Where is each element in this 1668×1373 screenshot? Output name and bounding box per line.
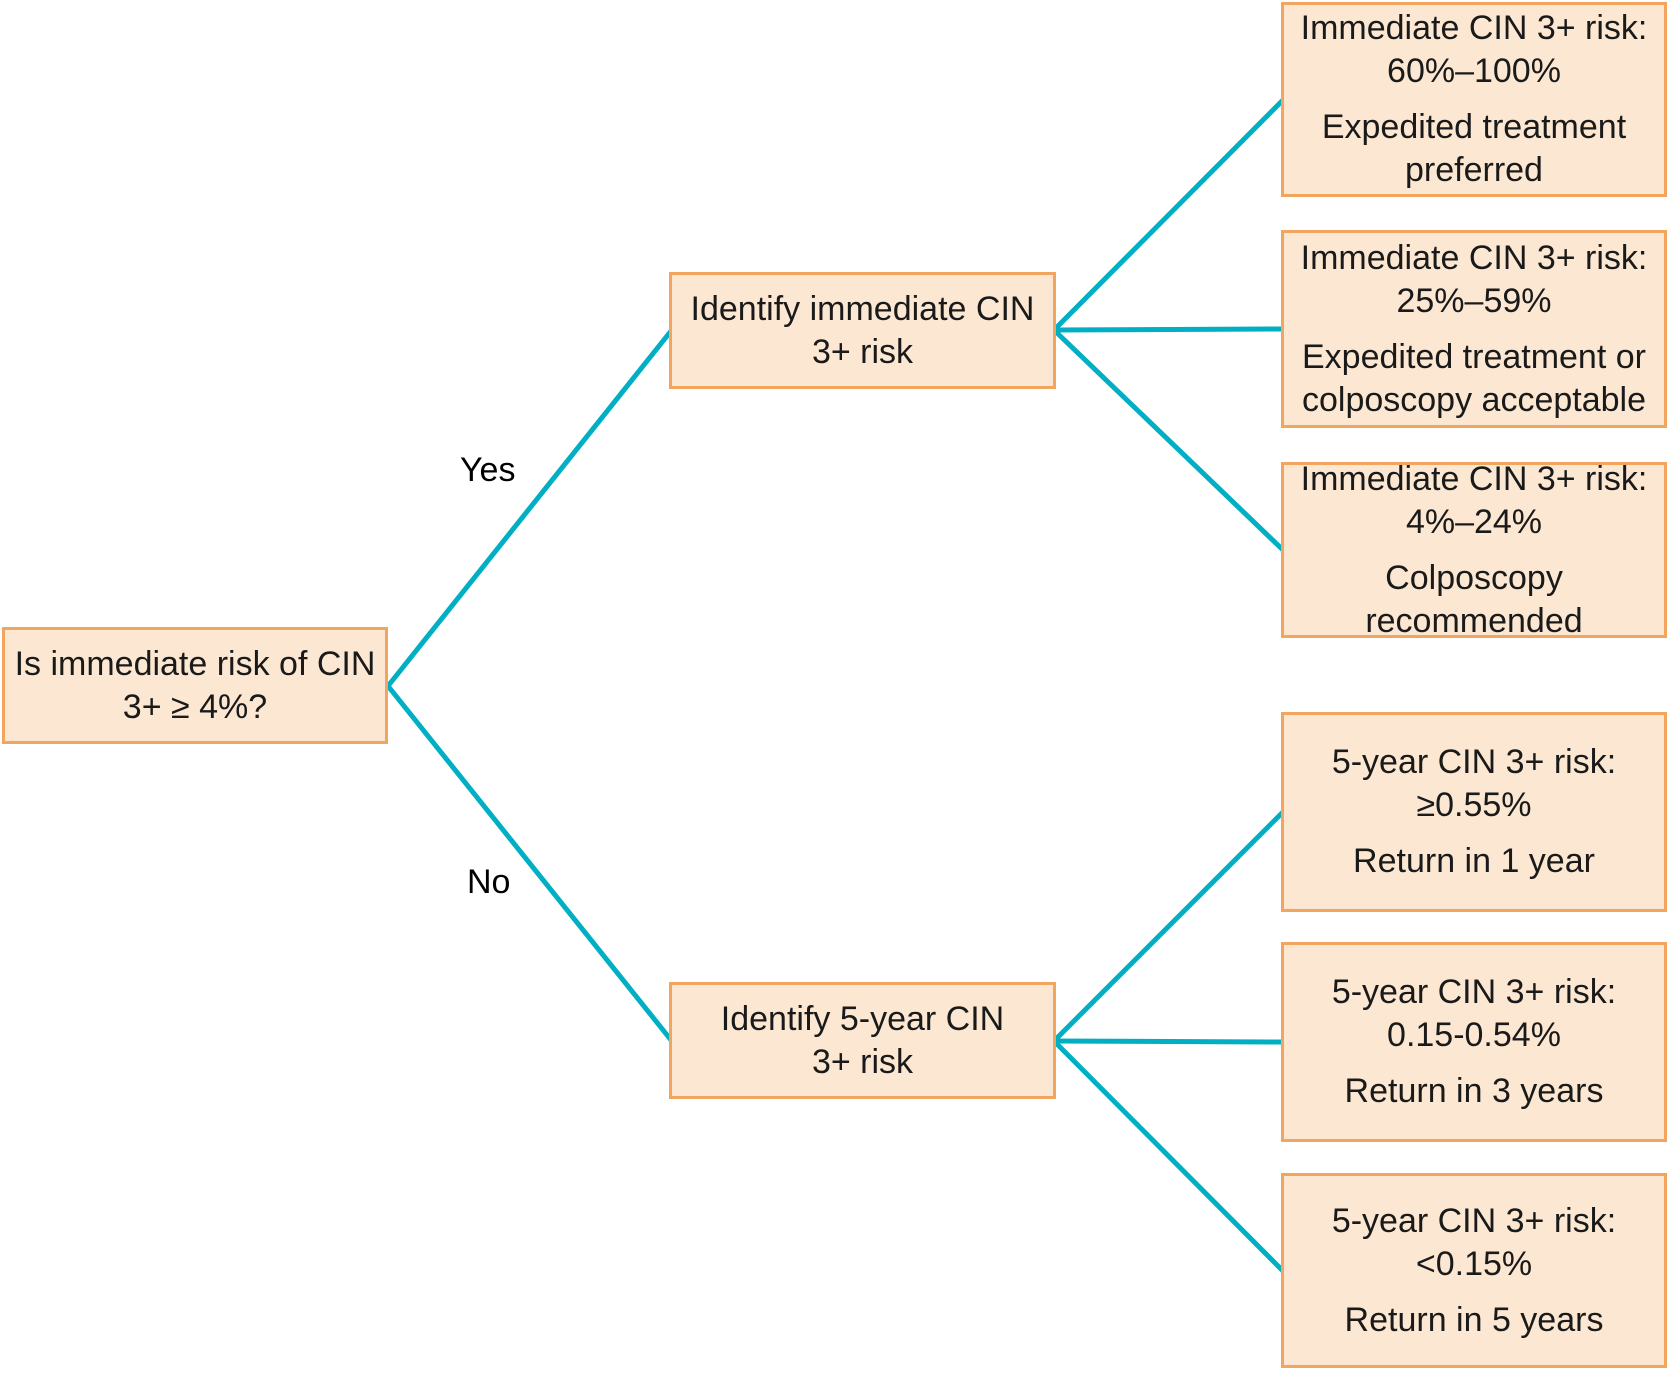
outcome-immediate-60-100: Immediate CIN 3+ risk: 60%–100% Expedite…: [1281, 2, 1667, 197]
outcome-action-text: Return in 1 year: [1353, 842, 1595, 880]
outcome-5year-high: 5-year CIN 3+ risk: ≥0.55% Return in 1 y…: [1281, 712, 1667, 912]
outcome-action-text: Expedited treatment preferred: [1321, 108, 1627, 189]
outcome-risk-text: 5-year CIN 3+ risk: 0.15-0.54%: [1331, 973, 1617, 1054]
outcome-action-text: Expedited treatment or colposcopy accept…: [1301, 337, 1646, 419]
outcome-action-text: Return in 5 years: [1344, 1300, 1604, 1339]
outcome-risk-text: Immediate CIN 3+ risk: 60%–100%: [1300, 9, 1648, 90]
outcome-risk-text: Immediate CIN 3+ risk: 25%–59%: [1300, 238, 1648, 320]
outcome-risk-text: 5-year CIN 3+ risk: ≥0.55%: [1331, 743, 1617, 824]
node-identify-5year-cin3-risk: Identify 5-year CIN 3+ risk: [669, 982, 1056, 1099]
node-text: Identify 5-year CIN 3+ risk: [720, 999, 1005, 1081]
node-text: Identify immediate CIN 3+ risk: [690, 289, 1035, 371]
outcome-5year-low: 5-year CIN 3+ risk: <0.15% Return in 5 y…: [1281, 1173, 1667, 1368]
edge-yes-branch: [386, 329, 673, 688]
edge-immediate-60-100: [1052, 98, 1285, 332]
edge-5year-mid: [1053, 1038, 1284, 1045]
yes-branch-label: Yes: [460, 451, 516, 489]
outcome-risk-text: Immediate CIN 3+ risk: 4%–24%: [1300, 459, 1648, 541]
no-branch-label: No: [467, 863, 511, 901]
outcome-immediate-4-24: Immediate CIN 3+ risk: 4%–24% Colposcopy…: [1281, 460, 1667, 640]
node-immediate-risk-question: Is immediate risk of CIN 3+ ≥ 4%?: [2, 627, 388, 744]
outcome-immediate-25-59: Immediate CIN 3+ risk: 25%–59% Expedited…: [1281, 230, 1667, 428]
question-text: Is immediate risk of CIN 3+ ≥ 4%?: [14, 644, 376, 726]
outcome-action-text: Colposcopy recommended: [1365, 558, 1583, 640]
edge-5year-high: [1052, 810, 1285, 1043]
outcome-risk-text: 5-year CIN 3+ risk: <0.15%: [1331, 1201, 1617, 1283]
outcome-action-text: Return in 3 years: [1344, 1072, 1604, 1110]
edge-immediate-25-59: [1053, 326, 1284, 333]
edge-5year-low: [1052, 1039, 1285, 1273]
node-identify-immediate-cin3-risk: Identify immediate CIN 3+ risk: [669, 272, 1056, 389]
edge-immediate-4-24: [1052, 328, 1285, 552]
edge-no-branch: [386, 684, 673, 1042]
outcome-5year-mid: 5-year CIN 3+ risk: 0.15-0.54% Return in…: [1281, 942, 1667, 1142]
